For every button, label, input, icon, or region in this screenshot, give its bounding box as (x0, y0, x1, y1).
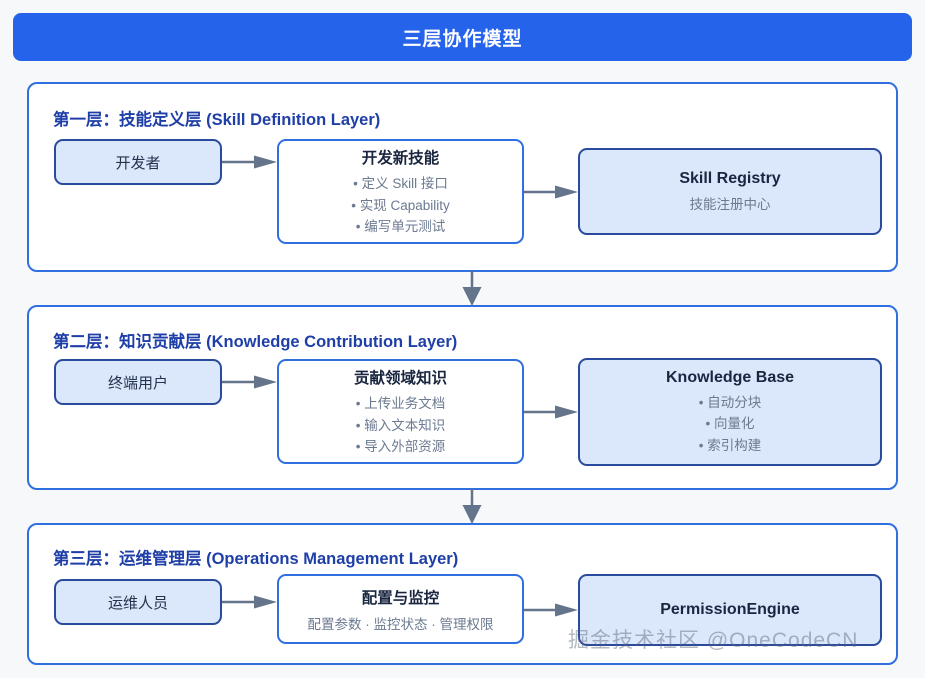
diagram-header: 三层协作模型 (13, 13, 912, 61)
arrow-end-user-to-contribute (222, 375, 277, 389)
node-end-user-label: 终端用户 (107, 374, 168, 392)
arrow-config-to-permission-engine (524, 603, 578, 617)
bullet-item: 导入外部资源 (356, 437, 445, 457)
node-end-user[interactable]: 终端用户 (54, 359, 222, 405)
node-config-and-monitor[interactable]: 配置与监控 配置参数 · 监控状态 · 管理权限 (277, 574, 524, 644)
node-develop-new-skill-bullets: 定义 Skill 接口 实现 Capability 编写单元测试 (351, 174, 450, 237)
page-title: 三层协作模型 (402, 28, 523, 50)
node-knowledge-base[interactable]: Knowledge Base 自动分块 向量化 索引构建 (578, 358, 882, 466)
bullet-item: 编写单元测试 (356, 217, 445, 237)
arrow-developer-to-new-skill (222, 155, 277, 169)
node-ops-staff[interactable]: 运维人员 (54, 579, 222, 625)
node-knowledge-base-bullets: 自动分块 向量化 索引构建 (699, 393, 761, 456)
bullet-item: 定义 Skill 接口 (353, 174, 448, 194)
node-permission-engine[interactable]: PermissionEngine (578, 574, 882, 646)
layer-title-3: 第三层：运维管理层 (Operations Management Layer) (53, 550, 459, 568)
bullet-item: 向量化 (706, 414, 755, 434)
node-skill-registry-heading: Skill Registry (679, 170, 781, 187)
arrow-contribute-to-knowledge-base (524, 405, 578, 419)
node-contribute-domain-knowledge[interactable]: 贡献领域知识 上传业务文档 输入文本知识 导入外部资源 (277, 359, 524, 464)
node-ops-staff-label: 运维人员 (107, 594, 168, 612)
bullet-item: 索引构建 (699, 436, 761, 456)
node-develop-new-skill-heading: 开发新技能 (361, 150, 440, 168)
node-config-and-monitor-heading: 配置与监控 (361, 589, 440, 607)
node-contribute-bullets: 上传业务文档 输入文本知识 导入外部资源 (356, 394, 445, 457)
node-developer-label: 开发者 (115, 154, 161, 172)
node-config-and-monitor-subtitle: 配置参数 · 监控状态 · 管理权限 (307, 616, 494, 632)
node-skill-registry-subtitle: 技能注册中心 (689, 197, 771, 212)
node-skill-registry[interactable]: Skill Registry 技能注册中心 (578, 148, 882, 235)
node-developer[interactable]: 开发者 (54, 139, 222, 185)
node-knowledge-base-heading: Knowledge Base (665, 368, 795, 386)
layer-title-2: 第二层：知识贡献层 (Knowledge Contribution Layer) (53, 333, 458, 351)
bullet-item: 实现 Capability (351, 196, 450, 216)
bullet-item: 上传业务文档 (356, 394, 445, 414)
arrow-ops-staff-to-config (222, 595, 277, 609)
bullet-item: 自动分块 (699, 393, 761, 413)
bullet-item: 输入文本知识 (356, 416, 445, 436)
node-permission-engine-heading: PermissionEngine (660, 601, 800, 618)
arrow-layer1-to-layer2 (462, 271, 482, 306)
node-develop-new-skill[interactable]: 开发新技能 定义 Skill 接口 实现 Capability 编写单元测试 (277, 139, 524, 244)
arrow-new-skill-to-registry (524, 185, 578, 199)
layer-title-1: 第一层：技能定义层 (Skill Definition Layer) (53, 111, 381, 129)
node-contribute-heading: 贡献领域知识 (353, 370, 447, 388)
arrow-layer2-to-layer3 (462, 489, 482, 524)
